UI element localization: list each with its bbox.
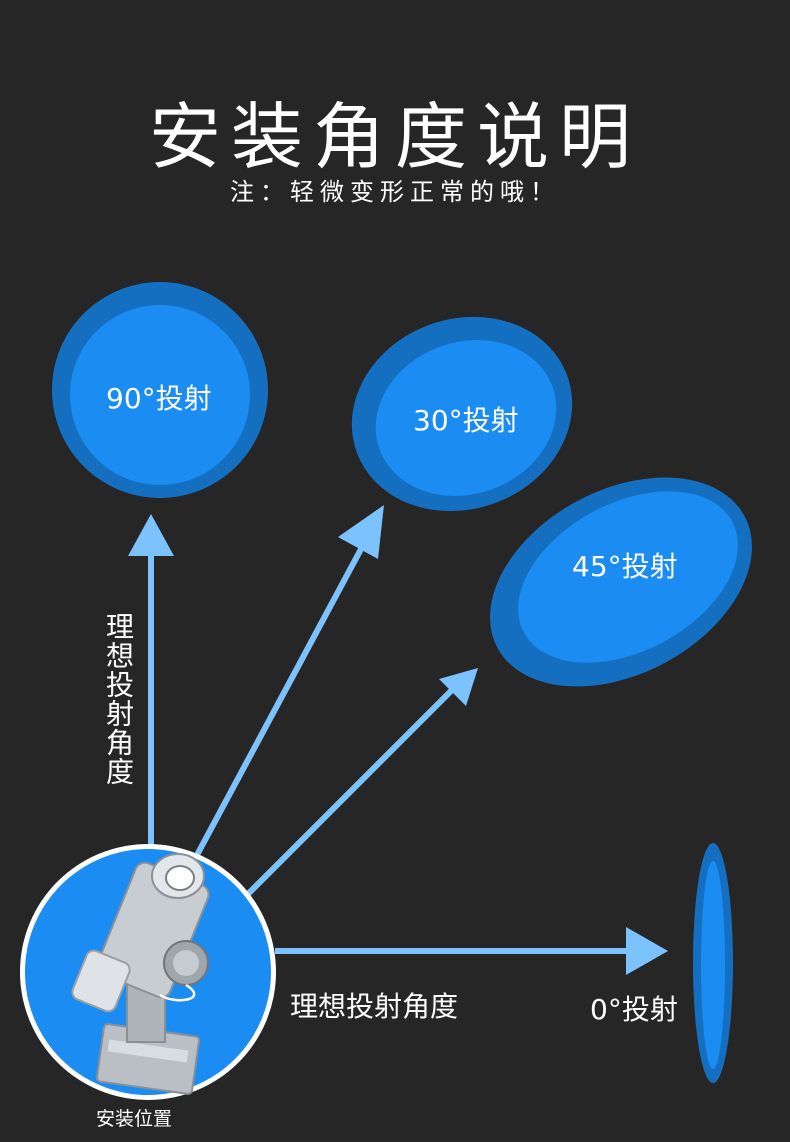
projection-0-ellipse <box>693 843 733 1083</box>
label-0: 0°投射 <box>590 993 678 1026</box>
label-30: 30°投射 <box>413 404 519 437</box>
install-position-label: 安装位置 <box>96 1108 173 1130</box>
projector-device-icon <box>71 853 210 1095</box>
projection-30-ellipse <box>351 316 573 512</box>
page-subtitle: 注：轻微变形正常的哦！ <box>230 178 560 206</box>
arrow-45 <box>245 668 478 897</box>
label-45: 45°投射 <box>572 550 678 583</box>
arrow-0 <box>275 927 668 975</box>
arrow-90 <box>128 514 174 850</box>
label-90: 90°投射 <box>106 382 212 415</box>
ideal-angle-horizontal-label: 理想投射角度 <box>290 990 459 1023</box>
projection-90-ellipse <box>52 282 268 498</box>
projection-45-ellipse <box>490 477 752 687</box>
page-title: 安装角度说明 <box>148 95 641 179</box>
arrow-30 <box>194 505 384 857</box>
ideal-angle-vertical-label: 理想投射角度 <box>102 612 135 786</box>
arrows <box>128 505 668 975</box>
